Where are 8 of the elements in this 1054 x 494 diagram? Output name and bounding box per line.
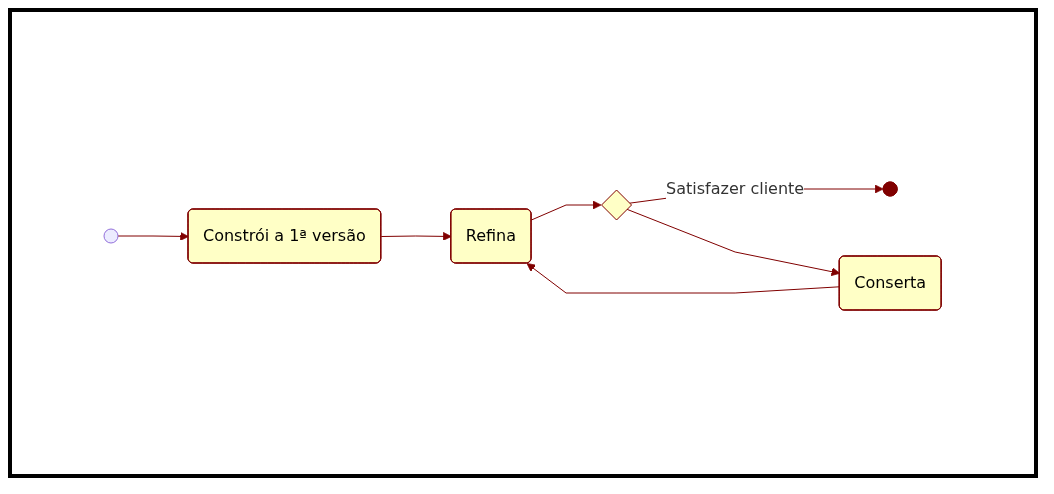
- arrow: [531, 200, 602, 220]
- node-circle: [103, 228, 119, 243]
- arrow: [527, 262, 841, 293]
- arrow: [626, 208, 841, 276]
- node-diamond: [601, 189, 633, 220]
- arrow: [381, 231, 453, 241]
- arrow: [117, 231, 190, 241]
- diagram-frame: Satisfazer cliente Constrói a 1ª versão Refina Conserta: [8, 8, 1038, 478]
